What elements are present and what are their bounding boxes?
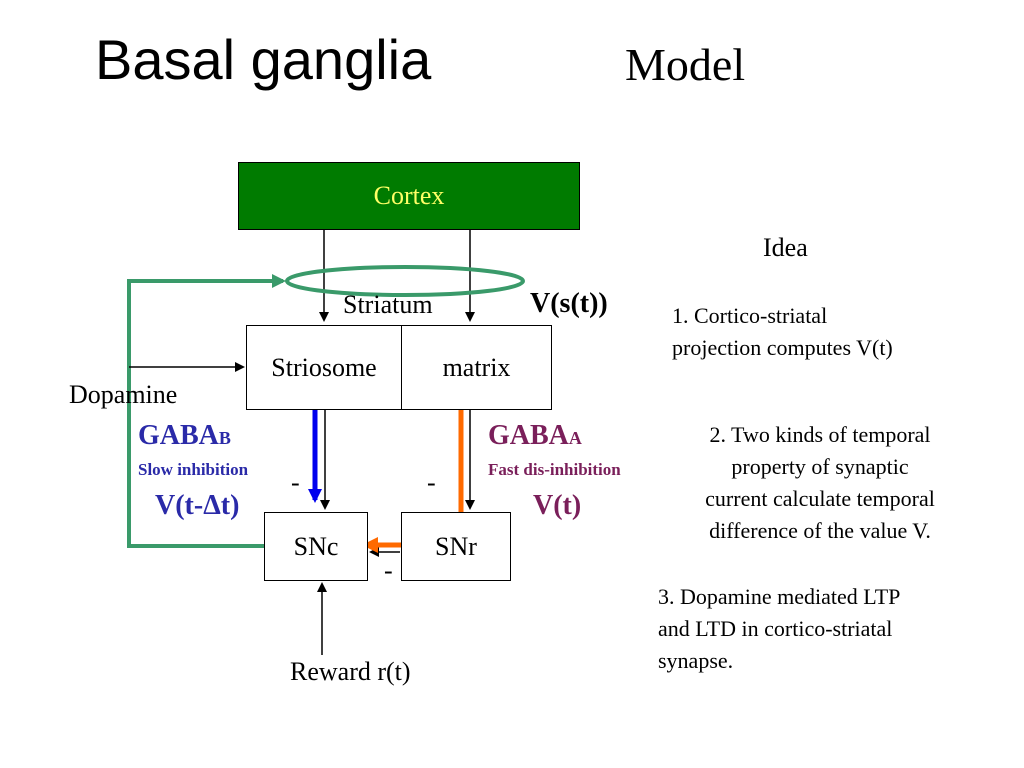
minus-sign-striosome: - [291, 468, 300, 497]
gaba-b-label: GABAB [138, 420, 231, 451]
idea-point-3: 3. Dopamine mediated LTP and LTD in cort… [658, 584, 901, 673]
v-t-label: V(t) [533, 490, 582, 521]
page-title: Basal ganglia [95, 28, 432, 91]
fast-disinhibition-label: Fast dis-inhibition [488, 460, 621, 479]
snc-box: SNc [264, 512, 368, 581]
striosome-box: Striosome [246, 325, 402, 410]
matrix-box: matrix [401, 325, 552, 410]
striosome-label: Striosome [271, 352, 377, 382]
snr-box: SNr [401, 512, 511, 581]
idea-point-1: 1. Cortico-striatal projection computes … [672, 303, 893, 360]
minus-sign-snr: - [384, 556, 393, 585]
striatum-label: Striatum [343, 290, 433, 319]
idea-heading: Idea [763, 233, 808, 262]
gaba-a-label: GABAA [488, 420, 582, 451]
dopamine-feedback-path [127, 274, 286, 548]
snr-label: SNr [435, 531, 477, 561]
reward-label: Reward r(t) [290, 657, 411, 686]
cortico-striatal-synapse-ellipse [285, 265, 525, 297]
v-t-dt-label: V(t-Δt) [155, 490, 240, 521]
snc-label: SNc [293, 531, 339, 561]
idea-point-2: 2. Two kinds of temporal property of syn… [705, 422, 935, 543]
dopamine-label: Dopamine [69, 380, 178, 409]
v-s-t-label: V(s(t)) [530, 288, 608, 319]
cortex-box: Cortex [238, 162, 580, 230]
minus-sign-matrix: - [427, 468, 436, 497]
slow-inhibition-label: Slow inhibition [138, 460, 249, 479]
cortex-label: Cortex [373, 181, 445, 210]
matrix-label: matrix [442, 352, 511, 382]
page-subtitle: Model [625, 39, 746, 90]
